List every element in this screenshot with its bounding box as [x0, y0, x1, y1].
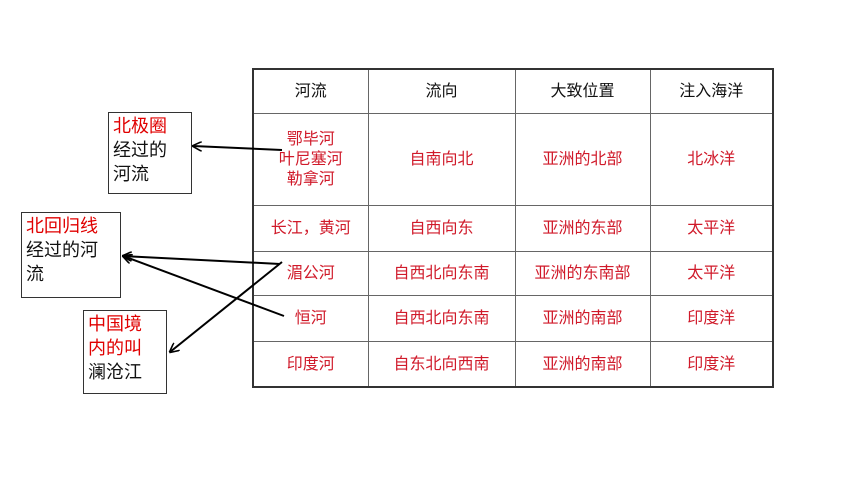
river-cell: 湄公河 [252, 250, 369, 296]
river-cell: 鄂毕河 叶尼塞河 勒拿河 [252, 112, 369, 206]
note-text: 河流 [113, 164, 149, 185]
rivers-table: 河流 流向 大致位置 注入海洋 鄂毕河 叶尼塞河 勒拿河 自南向北 亚洲的北部 … [252, 68, 774, 388]
ocean-cell: 太平洋 [649, 204, 774, 252]
location-cell: 亚洲的北部 [514, 112, 651, 206]
note-text: 澜沧江 [88, 362, 142, 383]
river-cell: 长江，黄河 [252, 204, 369, 252]
river-name: 叶尼塞河 [278, 149, 343, 168]
header-row: 河流 流向 大致位置 注入海洋 [252, 68, 774, 114]
note-text: 流 [26, 264, 44, 285]
note-text: 经过的 [113, 140, 167, 161]
ocean-cell: 太平洋 [649, 250, 774, 296]
table-row: 鄂毕河 叶尼塞河 勒拿河 自南向北 亚洲的北部 北冰洋 [252, 112, 774, 206]
ocean-cell: 印度洋 [649, 340, 774, 388]
note-highlight: 内的叫 [88, 338, 142, 359]
arctic-circle-note: 北极圈 经过的 河流 [108, 112, 192, 194]
lancang-river-note: 中国境 内的叫 澜沧江 [83, 310, 167, 394]
note-text: 经过的河 [26, 240, 98, 261]
note-highlight: 北极圈 [113, 116, 167, 137]
location-cell: 亚洲的东部 [514, 204, 651, 252]
arrow-arctic [193, 146, 283, 150]
header-direction: 流向 [367, 68, 516, 114]
header-ocean: 注入海洋 [649, 68, 774, 114]
direction-cell: 自东北向西南 [367, 340, 516, 388]
location-cell: 亚洲的南部 [514, 294, 651, 342]
location-cell: 亚洲的东南部 [514, 250, 651, 296]
table-row: 长江，黄河 自西向东 亚洲的东部 太平洋 [252, 204, 774, 252]
ocean-cell: 北冰洋 [649, 112, 774, 206]
arrow-ganges-tropic [123, 256, 285, 317]
arrow-mekong-tropic [123, 256, 281, 265]
river-cell: 恒河 [252, 294, 369, 342]
location-cell: 亚洲的南部 [514, 340, 651, 388]
table-row: 印度河 自东北向西南 亚洲的南部 印度洋 [252, 340, 774, 388]
direction-cell: 自南向北 [367, 112, 516, 206]
river-name: 勒拿河 [286, 169, 335, 188]
arrow-mekong-lancang [170, 261, 283, 352]
note-highlight: 北回归线 [26, 216, 98, 237]
river-name: 鄂毕河 [286, 129, 335, 148]
river-cell: 印度河 [252, 340, 369, 388]
note-highlight: 中国境 [88, 314, 142, 335]
direction-cell: 自西北向东南 [367, 294, 516, 342]
